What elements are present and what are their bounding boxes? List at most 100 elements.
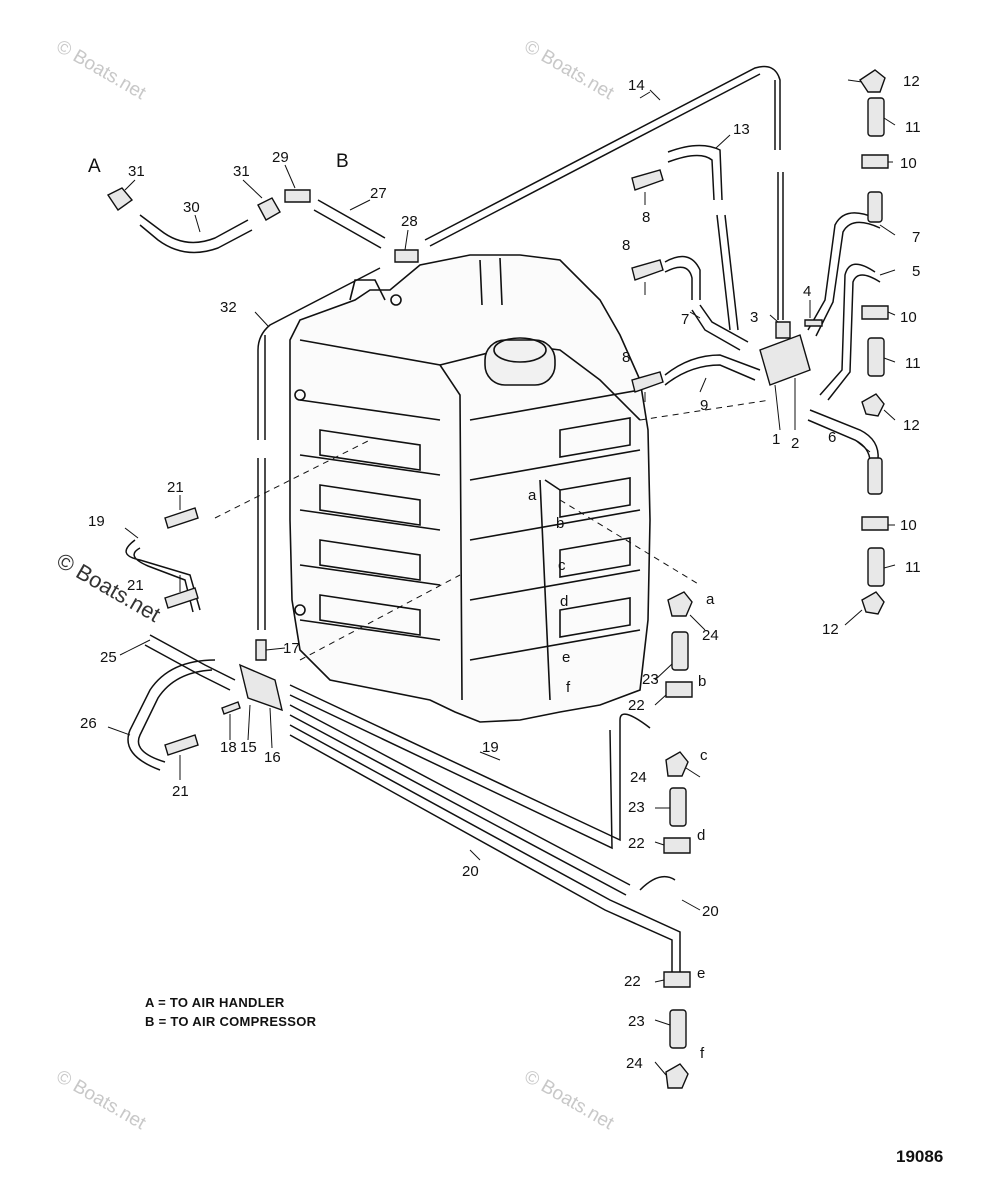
callout-f: f bbox=[566, 679, 571, 696]
hose-9 bbox=[664, 354, 761, 386]
callout-20: 20 bbox=[462, 863, 479, 880]
callout-27: 27 bbox=[370, 185, 387, 202]
cylinder-block bbox=[289, 254, 651, 723]
callout-19: 19 bbox=[482, 739, 499, 756]
callout-13: 13 bbox=[733, 121, 750, 138]
callout-15: 15 bbox=[240, 739, 257, 756]
watermark: © Boats.net bbox=[53, 1066, 150, 1134]
callout-12: 12 bbox=[822, 621, 839, 638]
tee-10 bbox=[861, 305, 889, 320]
screw-18 bbox=[221, 701, 241, 715]
connector-11 bbox=[867, 337, 885, 377]
screw-4 bbox=[804, 319, 823, 327]
callout-b: b bbox=[556, 515, 564, 532]
callout-a: a bbox=[528, 487, 537, 504]
callout-24: 24 bbox=[702, 627, 719, 644]
watermark: © Boats.net bbox=[521, 36, 618, 104]
callout-24: 24 bbox=[626, 1055, 643, 1072]
callout-10: 10 bbox=[900, 155, 917, 172]
callout-25: 25 bbox=[100, 649, 117, 666]
callout-14: 14 bbox=[628, 77, 645, 94]
callout-21: 21 bbox=[127, 577, 144, 594]
elbow-12 bbox=[861, 591, 885, 615]
hose-27 bbox=[313, 199, 386, 249]
clamp-31 bbox=[257, 197, 281, 221]
nipple-21 bbox=[164, 587, 199, 609]
callout-A: A bbox=[88, 156, 101, 177]
callout-23: 23 bbox=[628, 799, 645, 816]
callout-a: a bbox=[706, 591, 715, 608]
connector-23 bbox=[669, 1009, 687, 1049]
callout-3: 3 bbox=[750, 309, 758, 326]
callout-16: 16 bbox=[264, 749, 281, 766]
elbow-12 bbox=[861, 393, 885, 417]
connector-11 bbox=[867, 457, 883, 495]
connector-23 bbox=[669, 787, 687, 827]
connector-11 bbox=[867, 547, 885, 587]
hose-25 bbox=[144, 634, 236, 691]
connector-11 bbox=[867, 97, 885, 137]
callout-31: 31 bbox=[128, 163, 145, 180]
callout-B: B bbox=[336, 151, 349, 172]
callout-11: 11 bbox=[905, 119, 921, 136]
callout-1: 1 bbox=[772, 431, 780, 448]
hose-6 bbox=[807, 409, 879, 463]
legend-air-handler: A = TO AIR HANDLER bbox=[145, 995, 285, 1010]
hoses bbox=[125, 65, 881, 975]
elbow-12 bbox=[859, 69, 886, 93]
callout-11: 11 bbox=[905, 559, 921, 576]
nipple-21 bbox=[164, 734, 199, 756]
callout-21: 21 bbox=[167, 479, 184, 496]
callout-10: 10 bbox=[900, 517, 917, 534]
nipple-8 bbox=[631, 169, 664, 191]
callout-c: c bbox=[700, 747, 708, 764]
callout-labels: A B 1 2 3 4 5 6 7 7 8 8 8 9 10 10 10 11 … bbox=[80, 73, 921, 1072]
callout-12: 12 bbox=[903, 73, 920, 90]
callout-b: b bbox=[698, 673, 706, 690]
clamp-31 bbox=[106, 187, 134, 211]
callout-f: f bbox=[700, 1045, 705, 1062]
callout-19: 19 bbox=[88, 513, 105, 530]
hose-20-right bbox=[639, 875, 676, 891]
callout-17: 17 bbox=[283, 640, 300, 657]
fitting-17 bbox=[255, 639, 267, 661]
callout-22: 22 bbox=[624, 973, 641, 990]
nipple-8 bbox=[631, 371, 664, 393]
connector-23 bbox=[671, 631, 689, 671]
check-valve-3 bbox=[775, 321, 791, 339]
callout-10: 10 bbox=[900, 309, 917, 326]
callout-31: 31 bbox=[233, 163, 250, 180]
reference-lines bbox=[214, 399, 771, 661]
elbow-24 bbox=[665, 751, 689, 777]
tee-22 bbox=[663, 971, 691, 988]
hose-14 bbox=[429, 73, 761, 247]
callout-11: 11 bbox=[905, 355, 921, 372]
callout-6: 6 bbox=[828, 429, 836, 446]
hose-19-long bbox=[289, 684, 651, 850]
tee-22 bbox=[665, 681, 693, 698]
manifold-15 bbox=[238, 663, 283, 712]
callout-7: 7 bbox=[912, 229, 920, 246]
callout-4: 4 bbox=[803, 283, 811, 300]
tee-29 bbox=[284, 189, 311, 203]
nipple-8 bbox=[631, 259, 664, 281]
legend-air-compressor: B = TO AIR COMPRESSOR bbox=[145, 1014, 317, 1029]
watermark: © Boats.net bbox=[521, 1066, 618, 1134]
drawing-number: 19086 bbox=[896, 1147, 944, 1166]
callout-8: 8 bbox=[622, 237, 630, 254]
callout-12: 12 bbox=[903, 417, 920, 434]
hose-7-left-lower bbox=[691, 304, 749, 351]
hose-20-long bbox=[289, 704, 681, 975]
hose-32-lower bbox=[257, 458, 266, 630]
callout-7: 7 bbox=[681, 311, 689, 328]
callout-20: 20 bbox=[702, 903, 719, 920]
callout-23: 23 bbox=[628, 1013, 645, 1030]
hose-13-lower bbox=[716, 214, 739, 331]
elbow-24 bbox=[667, 591, 693, 617]
callout-32: 32 bbox=[220, 299, 237, 316]
hose-32 bbox=[257, 267, 381, 440]
callout-22: 22 bbox=[628, 697, 645, 714]
watermark: © Boats.net bbox=[53, 548, 165, 627]
hose-26 bbox=[127, 659, 216, 771]
